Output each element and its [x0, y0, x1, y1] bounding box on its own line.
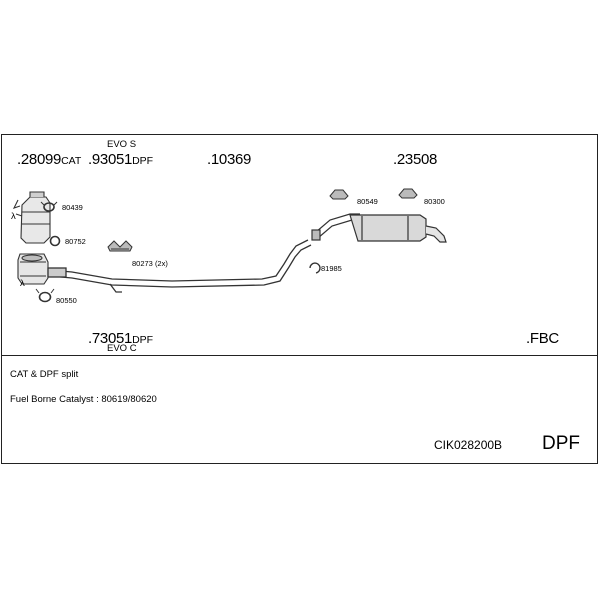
mount-80549-drawing: [329, 189, 349, 200]
callout-80273: 80273 (2x): [132, 259, 168, 268]
callout-80549: 80549: [357, 197, 378, 206]
rear-silencer-drawing: [311, 213, 447, 243]
front-pipe-drawing: [47, 239, 312, 293]
callout-81985: 81985: [321, 264, 342, 273]
catalyst-unit-drawing: [17, 253, 49, 285]
mount-80300-drawing: [398, 188, 418, 199]
lambda-sensor-bottom-symbol: λ: [20, 278, 25, 289]
callout-80300: 80300: [424, 197, 445, 206]
part-28099-label: .28099CAT: [17, 151, 82, 168]
part-fbc-label: .FBC: [526, 330, 559, 347]
clamp-81985-drawing: [309, 262, 321, 274]
callout-80550: 80550: [56, 296, 77, 305]
diagram-frame: [1, 134, 598, 464]
kit-code: CIK028200B: [434, 438, 503, 452]
part-73051-label: .73051DPF: [88, 330, 154, 347]
kit-type: DPF: [542, 433, 580, 454]
clamp-80550-drawing: [35, 288, 55, 303]
callout-80439: 80439: [62, 203, 83, 212]
part-73051-variant: EVO C: [107, 343, 137, 354]
note-cat-dpf-split: CAT & DPF split: [10, 369, 79, 380]
callout-80752: 80752: [65, 237, 86, 246]
part-93051-label: .93051DPF: [88, 151, 154, 168]
frame-divider: [1, 355, 598, 356]
clamp-80439-drawing: [40, 201, 58, 212]
note-fuel-borne-catalyst: Fuel Borne Catalyst : 80619/80620: [10, 394, 157, 405]
part-93051-variant: EVO S: [107, 139, 137, 150]
mount-80273-drawing: [107, 240, 133, 252]
part-23508-label: .23508: [393, 151, 438, 168]
ring-80752-drawing: [49, 235, 61, 247]
lambda-sensor-top-symbol: λ: [11, 211, 16, 222]
part-10369-label: .10369: [207, 151, 252, 168]
dpf-unit-drawing: [12, 191, 51, 244]
